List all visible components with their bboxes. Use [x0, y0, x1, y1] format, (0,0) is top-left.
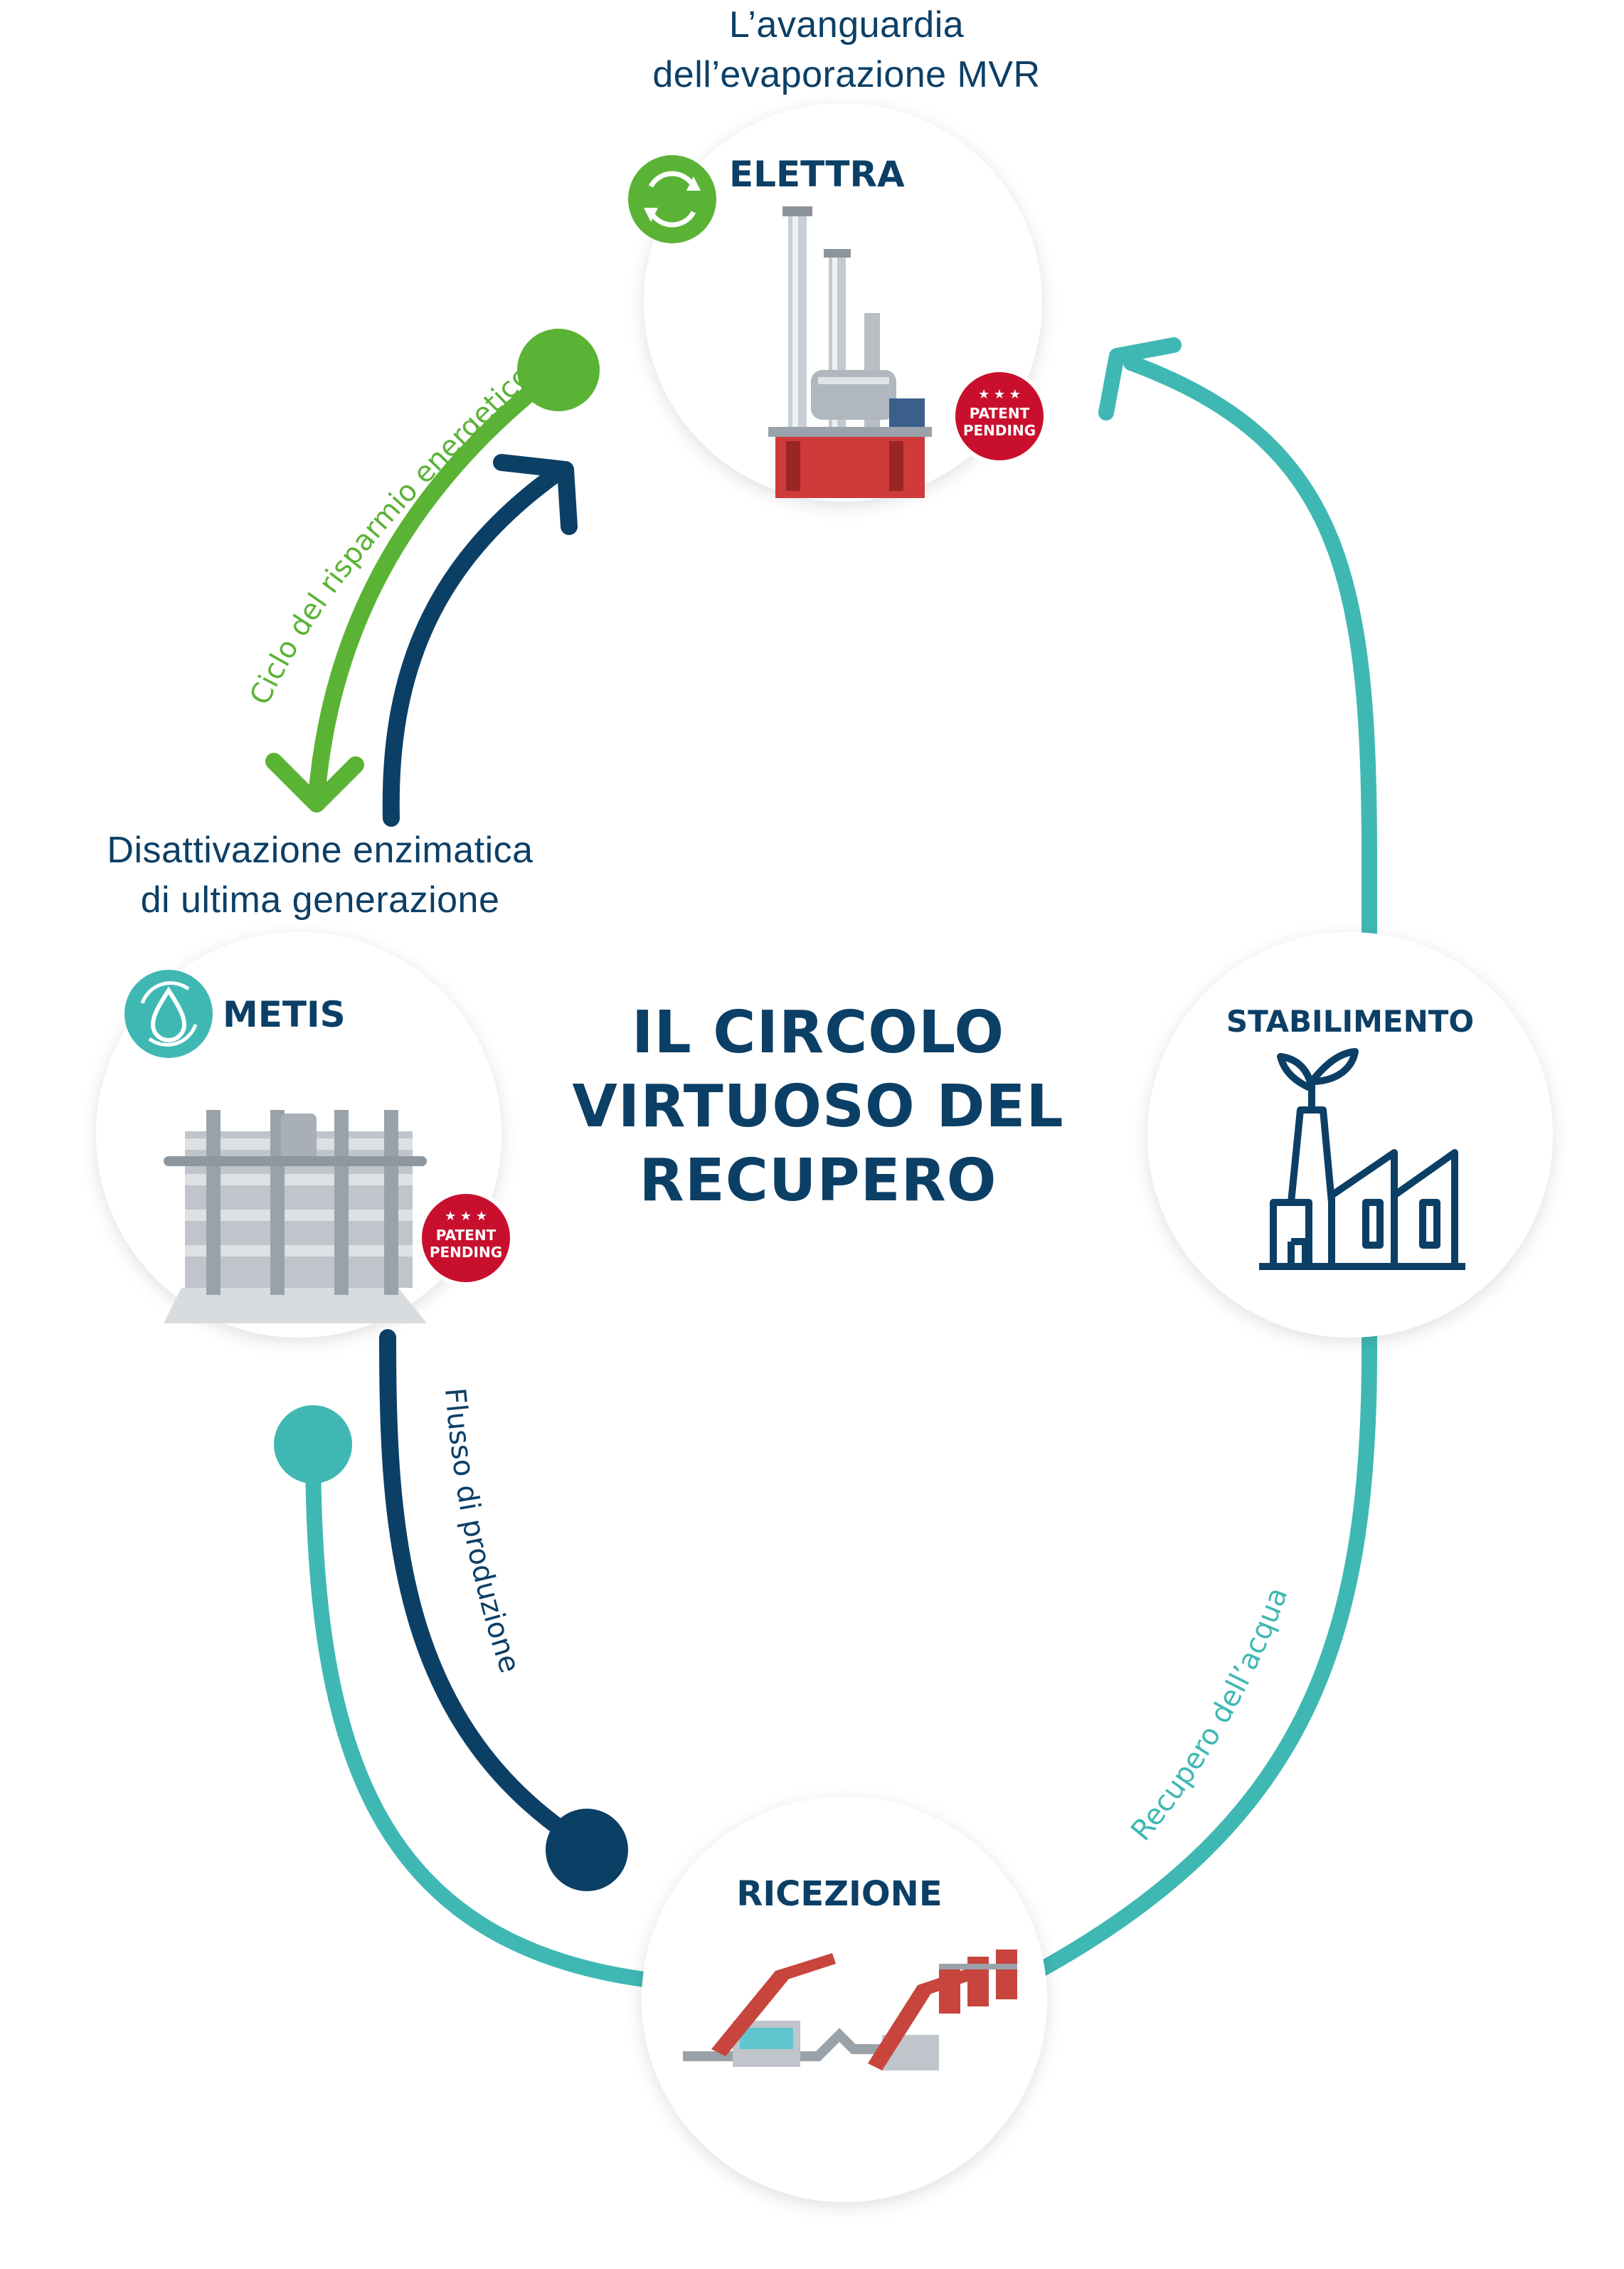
metis-badge-line1: PATENT	[436, 1227, 497, 1244]
energy-cycle-start-dot	[517, 329, 600, 411]
center-title-line1: IL CIRCOLO	[631, 999, 1005, 1067]
energy-cycle-line	[308, 361, 567, 805]
stabilimento-circle	[1147, 932, 1553, 1338]
node-metis: METIS ★ ★ ★ PATENT PENDING	[96, 932, 514, 1338]
left-caption-line1: Disattivazione enzimatica	[107, 830, 534, 871]
metis-patent-badge: ★ ★ ★ PATENT PENDING	[418, 1190, 514, 1286]
reception-line-illustration	[683, 1950, 1017, 2070]
svg-text:★ ★ ★: ★ ★ ★	[445, 1209, 487, 1224]
node-elettra: ELETTRA ★ ★ ★ PATENT PENDING	[628, 103, 1048, 502]
production-flow-end-dot	[546, 1809, 628, 1891]
left-caption: Disattivazione enzimatica di ultima gene…	[0, 825, 640, 925]
stabilimento-label: STABILIMENTO	[1226, 1004, 1474, 1039]
water-drop-recycle-icon	[124, 970, 213, 1058]
metis-label: METIS	[223, 994, 346, 1035]
top-caption-line1: L’avanguardia	[728, 4, 965, 46]
recycle-icon	[628, 155, 716, 243]
enzymatic-deactivator-illustration	[164, 1110, 427, 1323]
water-loop-right	[1031, 355, 1377, 1979]
water-arrowhead	[1098, 337, 1182, 421]
center-title: IL CIRCOLO VIRTUOSO DEL RECUPERO	[469, 996, 1167, 1218]
water-flow-text: Recupero dell’acqua	[1125, 1583, 1295, 1847]
water-loop-start-dot	[274, 1405, 352, 1483]
production-flow-text: Flusso di produzione	[438, 1387, 526, 1677]
left-caption-line2: di ultima generazione	[140, 879, 500, 921]
evaporator-tower-illustration	[768, 206, 932, 498]
energy-arrowhead	[265, 753, 364, 813]
water-loop-left	[305, 1437, 669, 1989]
navy-arrowhead	[493, 454, 578, 535]
ricezione-circle	[642, 1797, 1047, 2202]
elettra-badge-line1: PATENT	[970, 405, 1030, 422]
node-stabilimento: STABILIMENTO	[1147, 932, 1553, 1338]
elettra-patent-badge: ★ ★ ★ PATENT PENDING	[951, 368, 1048, 465]
water-flow-label: Recupero dell’acqua	[1125, 1583, 1295, 1847]
ricezione-label: RICEZIONE	[736, 1874, 942, 1914]
production-flow-line	[379, 1329, 595, 1855]
node-ricezione: RICEZIONE	[642, 1797, 1047, 2202]
elettra-label: ELETTRA	[729, 154, 905, 195]
top-caption: L’avanguardia dell’evaporazione MVR	[498, 0, 1195, 100]
green-factory-icon	[1259, 1048, 1465, 1270]
svg-text:★ ★ ★: ★ ★ ★	[978, 387, 1021, 402]
navy-return-arrow	[382, 461, 570, 827]
center-title-line3: RECUPERO	[639, 1147, 997, 1215]
elettra-badge-line2: PENDING	[963, 422, 1036, 439]
top-caption-line2: dell’evaporazione MVR	[652, 54, 1041, 95]
metis-badge-line2: PENDING	[430, 1244, 502, 1261]
production-flow-label: Flusso di produzione	[438, 1387, 526, 1677]
center-title-line2: VIRTUOSO DEL	[572, 1073, 1064, 1141]
